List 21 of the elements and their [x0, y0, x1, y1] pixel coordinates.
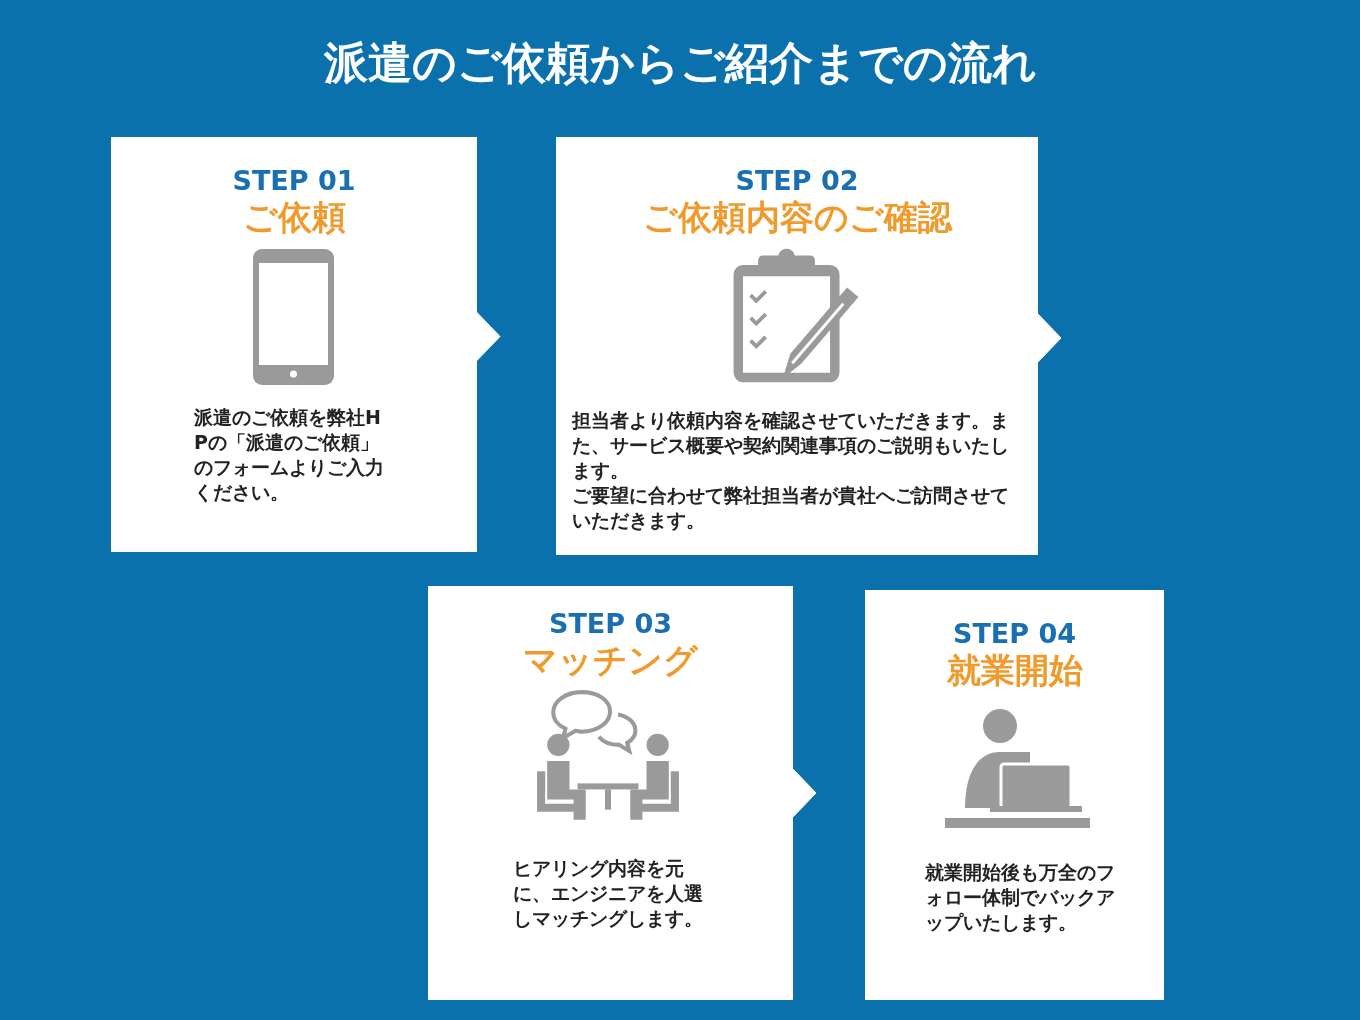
step-description: 就業開始後も万全のフォロー体制でバックアップいたします。: [925, 860, 1115, 935]
step-number: STEP 01: [231, 165, 357, 196]
step-card: [865, 590, 1164, 1000]
step-number: STEP 04: [951, 618, 1078, 649]
step-card: [556, 137, 1038, 555]
step-description: 派遣のご依頼を弊社HPの「派遣のご依頼」のフォームよりご入力ください。: [194, 405, 385, 505]
step-description: ヒアリング内容を元に、エンジニアを人選しマッチングします。: [513, 856, 704, 931]
step-heading: ご依頼内容のご確認: [641, 196, 954, 239]
step-heading: マッチング: [522, 639, 700, 682]
step-heading: 就業開始: [945, 649, 1084, 692]
pointer-arrow: [475, 311, 501, 362]
step-number: STEP 02: [734, 165, 860, 196]
pointer-arrow: [1036, 312, 1062, 364]
diagram-title: 派遣のご依頼からご紹介までの流れ: [322, 36, 1038, 90]
step-card: [111, 137, 477, 552]
step-number: STEP 03: [547, 608, 674, 639]
step-heading: ご依頼: [241, 196, 347, 239]
pointer-arrow: [791, 767, 817, 819]
step-description: 担当者より依頼内容を確認させていただきます。また、サービス概要や契約関連事項のご説明もいたします。: [572, 408, 1010, 483]
step-card: [428, 586, 793, 1000]
step-description: ご要望に合わせて弊社担当者が貴社へご訪問させていただきます。: [572, 483, 1010, 533]
